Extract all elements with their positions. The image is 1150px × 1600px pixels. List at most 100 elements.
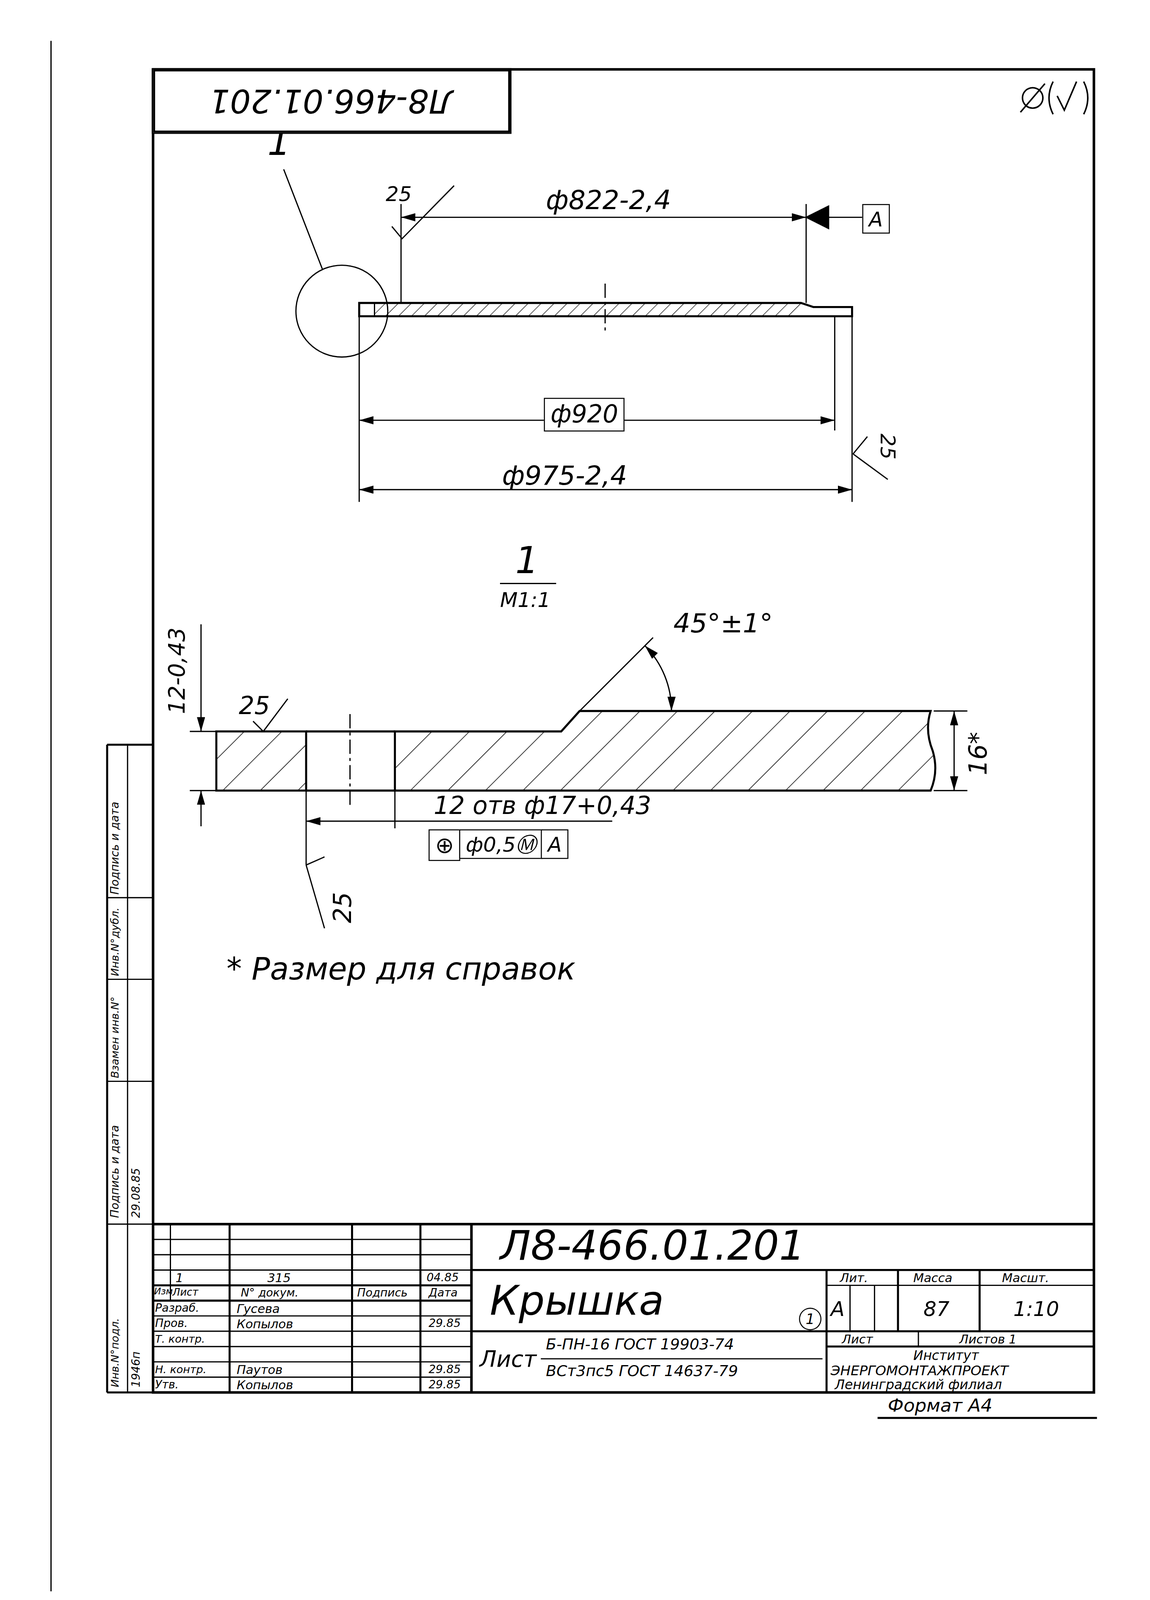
detail-view (644, 646, 672, 712)
framed-text: A (868, 208, 883, 230)
detail-view (500, 583, 557, 585)
label: Масшт. (1002, 1272, 1050, 1285)
label: 29.85 (428, 1364, 461, 1376)
title-block (153, 1315, 472, 1317)
label: Б-ПН-16 ГОСТ 19903-74 (545, 1337, 734, 1354)
roughness-marks (306, 856, 325, 929)
label: Копылов (236, 1379, 294, 1392)
dimension-lines (359, 204, 863, 503)
title-block (153, 1224, 1098, 1419)
label: Подпись и дата (109, 801, 121, 896)
top-view (374, 303, 801, 317)
top-view (283, 169, 323, 270)
detail-view (953, 711, 955, 791)
label: * Размер для справок (226, 953, 576, 985)
general-roughness-symbol (1020, 81, 1088, 115)
label: 25 (330, 892, 356, 924)
binding-strip (107, 1391, 153, 1394)
label: Дата (428, 1287, 458, 1300)
title-block (153, 1254, 472, 1256)
dimension-lines (851, 316, 853, 503)
title-block (153, 1299, 472, 1303)
label: 45°±1° (673, 610, 774, 637)
framed-text: ⊕ (435, 834, 454, 857)
detail-view (189, 731, 217, 733)
title-block (917, 1331, 920, 1347)
title-block (153, 1331, 472, 1333)
label: Лит. (839, 1272, 869, 1285)
detail-view (200, 790, 202, 827)
title-block (153, 1239, 472, 1241)
title-block (471, 1269, 1094, 1272)
title-block (849, 1285, 851, 1332)
dimension-lines (805, 204, 807, 304)
label: 315 (267, 1272, 291, 1285)
sheet-frame (153, 69, 511, 133)
drawing (51, 40, 1098, 1592)
title-block (826, 1346, 1094, 1349)
detail-view (394, 790, 396, 829)
title-block (469, 1224, 473, 1394)
dimension-lines (400, 216, 807, 219)
label: ЭНЕРГОМОНТАЖПРОЕКТ (830, 1364, 1009, 1379)
binding-strip (107, 743, 153, 747)
label: ф975-2,4 (502, 462, 628, 490)
binding-strip (107, 1224, 153, 1226)
dimension-lines (400, 204, 402, 304)
label: Формат А4 (887, 1396, 993, 1416)
detail-view (200, 624, 202, 732)
detail-view (189, 790, 217, 792)
label: Масса (913, 1272, 953, 1285)
label: 16* (966, 732, 991, 776)
binding-strip (127, 744, 129, 1393)
label: Т. контр. (154, 1333, 205, 1345)
label: 12-0,43 (166, 627, 189, 715)
reference-dimension-box: ф920 (544, 398, 625, 432)
detail-view (216, 731, 307, 791)
title-block (419, 1224, 422, 1394)
label: 1946п (130, 1351, 142, 1388)
detail-view (305, 790, 307, 866)
label: Инв.N°дубл. (109, 907, 120, 977)
sheet-frame (51, 40, 1095, 1592)
title-block (877, 1417, 1098, 1420)
label: А (830, 1299, 845, 1320)
label: Лист (172, 1287, 199, 1298)
tolerance-datum-cell: A (541, 829, 569, 860)
label: 1:10 (1013, 1299, 1059, 1320)
dimension-lines (828, 216, 863, 219)
title-block (896, 1270, 899, 1332)
general-roughness-symbol (1083, 81, 1088, 115)
label: Инв.N°подл. (109, 1318, 120, 1388)
detail-view (306, 821, 613, 823)
label: Разраб. (154, 1303, 200, 1315)
framed-text: Л8-466.01.201 (209, 84, 454, 118)
label: Взамен инв.N° (109, 996, 120, 1079)
sheet-callout-circle: 1 (798, 1308, 822, 1332)
framed-text: ф920 (550, 402, 619, 428)
title-block (351, 1224, 354, 1394)
detail-view (579, 637, 654, 712)
title-block (153, 1269, 472, 1272)
dimension-lines (806, 206, 829, 229)
label: 29.08.85 (130, 1168, 142, 1219)
sheet-frame (153, 69, 1095, 1394)
top-view (604, 283, 606, 335)
title-block (540, 1358, 823, 1361)
title-block (978, 1270, 981, 1332)
label: ВСт3пс5 ГОСТ 14637-79 (545, 1364, 739, 1380)
title-block (153, 1346, 472, 1348)
label: 1 (515, 542, 539, 580)
detail-view (189, 583, 968, 866)
label: Н. контр. (154, 1364, 207, 1375)
title-block (471, 1330, 827, 1333)
title-block (153, 1361, 472, 1363)
detail-view (349, 714, 351, 809)
label: Копылов (236, 1318, 294, 1331)
label: 87 (923, 1299, 950, 1320)
label: Подпись и дата (109, 1125, 121, 1219)
binding-strip (107, 1080, 153, 1083)
label: Лист (841, 1333, 873, 1347)
label: Лист (479, 1349, 537, 1372)
tolerance-value-cell: ф0,5Ⓜ (458, 829, 543, 860)
